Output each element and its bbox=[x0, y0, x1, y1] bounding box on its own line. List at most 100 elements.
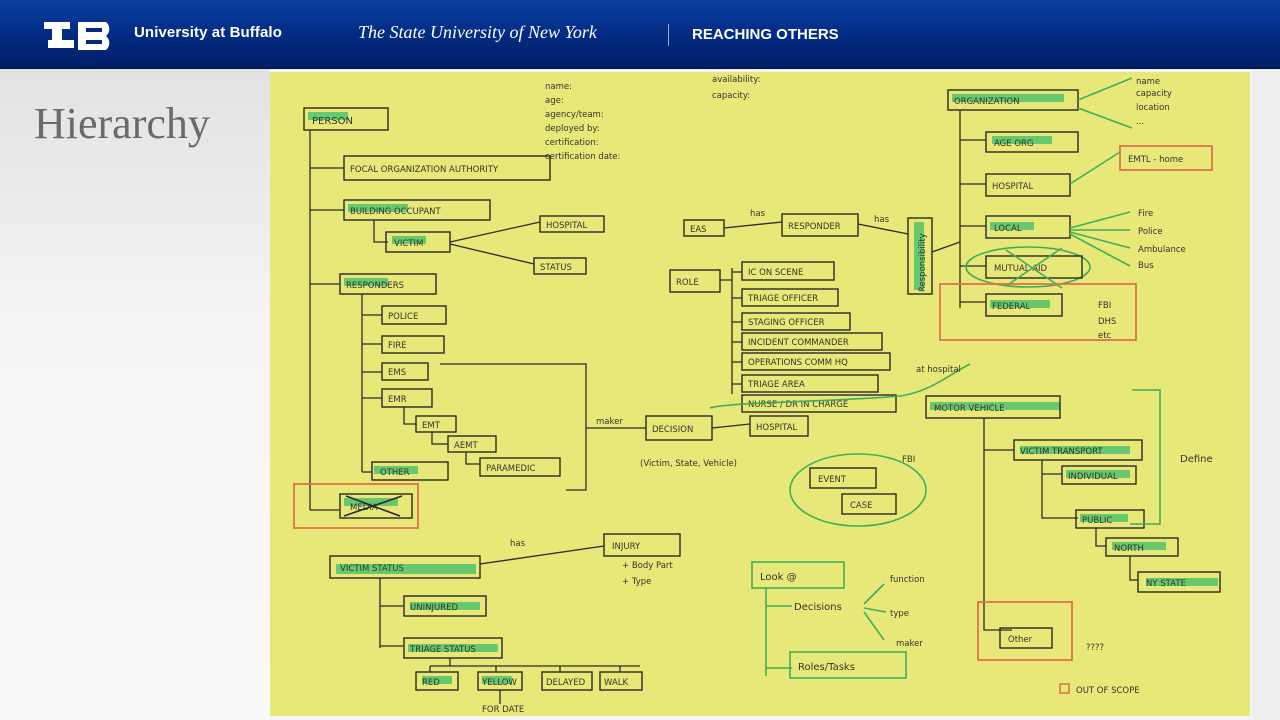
node-victim-hospital: HOSPITAL bbox=[546, 221, 587, 231]
left-panel bbox=[0, 69, 270, 720]
legend-question: ???? bbox=[1086, 643, 1104, 653]
svg-text:certification date:: certification date: bbox=[545, 152, 620, 162]
node-decision-hospital: HOSPITAL bbox=[756, 423, 797, 433]
university-subtitle: The State University of New York bbox=[358, 22, 597, 42]
node-triage-walk: WALK bbox=[604, 678, 628, 688]
node-triage-delayed: DELAYED bbox=[546, 678, 586, 688]
node-triage-officer: TRIAGE OFFICER bbox=[747, 294, 818, 304]
svg-text:certification:: certification: bbox=[545, 138, 598, 148]
svg-text:etc: etc bbox=[1098, 331, 1112, 341]
node-victim-transport: VICTIM TRANSPORT bbox=[1020, 447, 1103, 457]
node-ic-on-scene: IC ON SCENE bbox=[748, 268, 803, 278]
node-incident-commander: INCIDENT COMMANDER bbox=[748, 338, 849, 348]
ub-logo-icon bbox=[44, 22, 110, 50]
note-at-hospital: at hospital bbox=[916, 365, 961, 375]
svg-text:name:: name: bbox=[545, 82, 572, 92]
node-federal: FEDERAL bbox=[992, 302, 1031, 312]
node-event: EVENT bbox=[818, 475, 847, 485]
injury-attr-type: + Type bbox=[622, 577, 651, 587]
triage-items: RED YELLOW DELAYED WALK bbox=[415, 671, 643, 691]
node-mutual-aid: MUTUAL AID bbox=[994, 264, 1048, 274]
local-items: Fire Police Ambulance Bus bbox=[1138, 209, 1186, 271]
federal-items: FBI DHS etc bbox=[1098, 301, 1116, 341]
look-at-roles-tasks: Roles/Tasks bbox=[798, 662, 855, 673]
svg-text:location: location bbox=[1136, 103, 1170, 113]
note-emtl-home: EMTL - home bbox=[1128, 155, 1183, 165]
node-paramedic: PARAMEDIC bbox=[486, 464, 536, 474]
right-edge-decoration bbox=[1252, 69, 1280, 720]
svg-text:Bus: Bus bbox=[1138, 261, 1154, 271]
node-police: POLICE bbox=[388, 312, 418, 322]
svg-text:...: ... bbox=[1136, 117, 1144, 127]
node-public: PUBLIC bbox=[1082, 516, 1112, 526]
decision-attr-type: type bbox=[890, 609, 909, 619]
node-triage-status: TRIAGE STATUS bbox=[409, 645, 476, 655]
node-victim: VICTIM bbox=[394, 239, 423, 249]
node-triage-red: RED bbox=[422, 678, 440, 688]
node-emr: EMR bbox=[388, 395, 407, 405]
look-at-decisions: Decisions bbox=[794, 602, 842, 613]
diagram-svg: PERSON name: age: agency/team: deployed … bbox=[270, 72, 1250, 716]
tagline: REACHING OTHERS bbox=[692, 26, 839, 43]
university-name: University at Buffalo bbox=[134, 24, 282, 41]
node-triage-yellow: YELLOW bbox=[481, 678, 517, 688]
node-other-responder: OTHER bbox=[380, 468, 410, 478]
node-victim-status: STATUS bbox=[540, 263, 572, 273]
org-attr-availability: availability: bbox=[712, 75, 760, 85]
role-items: IC ON SCENE TRIAGE OFFICER STAGING OFFIC… bbox=[732, 261, 897, 413]
legend-out-of-scope: OUT OF SCOPE bbox=[1076, 686, 1140, 696]
node-role: ROLE bbox=[676, 278, 699, 288]
node-ems: EMS bbox=[388, 368, 406, 378]
hierarchy-diagram-photo: PERSON name: age: agency/team: deployed … bbox=[270, 72, 1250, 716]
node-victim-status-root: VICTIM STATUS bbox=[340, 564, 404, 574]
svg-text:Ambulance: Ambulance bbox=[1138, 245, 1186, 255]
node-local: LOCAL bbox=[994, 224, 1022, 234]
node-ny-state: NY STATE bbox=[1146, 579, 1186, 589]
site-header: University at Buffalo The State Universi… bbox=[0, 0, 1280, 69]
node-north: NORTH bbox=[1114, 544, 1144, 554]
node-responders: RESPONDERS bbox=[346, 281, 404, 291]
node-triage-area: TRIAGE AREA bbox=[747, 380, 805, 390]
node-aemt: AEMT bbox=[454, 441, 479, 451]
svg-text:name: name bbox=[1136, 77, 1160, 87]
node-fire: FIRE bbox=[388, 341, 407, 351]
org-note-attrs: name capacity location ... bbox=[1136, 77, 1172, 127]
svg-text:age:: age: bbox=[545, 96, 564, 106]
node-responder: RESPONDER bbox=[788, 222, 841, 232]
svg-text:capacity: capacity bbox=[1136, 89, 1172, 99]
injury-attr-body-part: + Body Part bbox=[622, 561, 673, 571]
node-individual: INDIVIDUAL bbox=[1068, 472, 1118, 482]
look-at-label: Look @ bbox=[760, 572, 797, 583]
label-victim-has: has bbox=[510, 539, 526, 549]
svg-text:Police: Police bbox=[1138, 227, 1163, 237]
node-uninjured: UNINJURED bbox=[410, 603, 458, 613]
svg-text:DHS: DHS bbox=[1098, 317, 1116, 327]
node-media: MEDIA bbox=[350, 503, 378, 513]
node-emt: EMT bbox=[422, 421, 441, 431]
label-responsibility: Responsibility bbox=[918, 233, 928, 292]
node-person: PERSON bbox=[312, 116, 353, 127]
legend-out-of-scope-swatch bbox=[1059, 683, 1070, 694]
node-decision: DECISION bbox=[652, 425, 693, 435]
node-eas: EAS bbox=[690, 225, 707, 235]
event-note-fbi: FBI bbox=[902, 455, 915, 465]
node-age-org: AGE ORG bbox=[994, 139, 1034, 149]
person-attributes: name: age: agency/team: deployed by: cer… bbox=[545, 82, 620, 162]
slide-title: Hierarchy bbox=[34, 99, 210, 148]
node-mv-other: Other bbox=[1008, 635, 1033, 645]
decision-attr-maker: maker bbox=[896, 639, 923, 649]
label-has-2: has bbox=[874, 215, 890, 225]
label-maker: maker bbox=[596, 417, 623, 427]
node-motor-vehicle: MOTOR VEHICLE bbox=[934, 404, 1005, 414]
org-attr-capacity: capacity: bbox=[712, 91, 750, 101]
node-focal-org: FOCAL ORGANIZATION AUTHORITY bbox=[350, 165, 499, 175]
label-has: has bbox=[750, 209, 766, 219]
node-staging-officer: STAGING OFFICER bbox=[748, 318, 825, 328]
decision-note: (Victim, State, Vehicle) bbox=[640, 459, 737, 469]
svg-text:deployed by:: deployed by: bbox=[545, 124, 600, 134]
svg-text:Fire: Fire bbox=[1138, 209, 1153, 219]
node-org-hospital: HOSPITAL bbox=[992, 182, 1033, 192]
header-divider bbox=[668, 24, 669, 46]
node-injury: INJURY bbox=[612, 542, 641, 552]
note-define: Define bbox=[1180, 454, 1213, 465]
